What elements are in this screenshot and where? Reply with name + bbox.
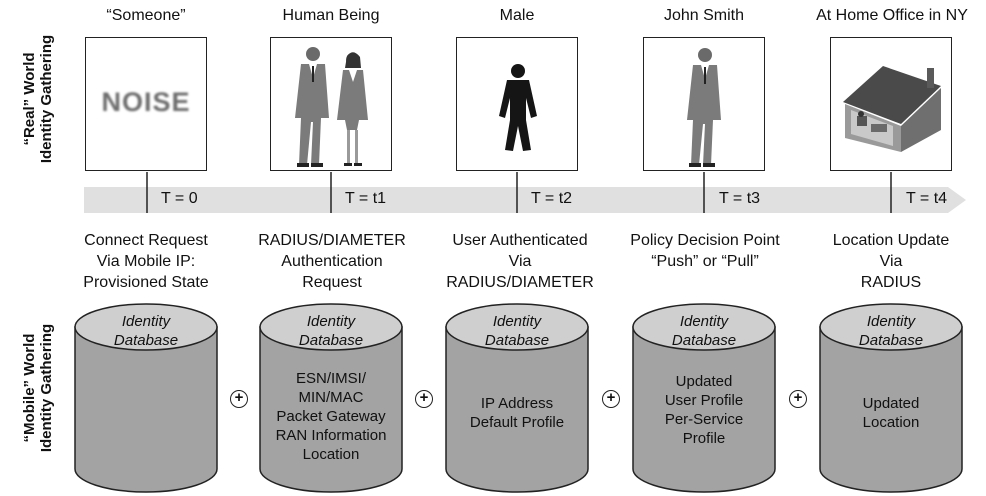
stage-title-someone: “Someone”	[106, 7, 186, 24]
home-office-image-frame	[830, 37, 952, 171]
businessman-icon	[687, 48, 721, 167]
stage-title-home-office: At Home Office in NY	[816, 7, 968, 24]
human-being-image-frame	[270, 37, 392, 171]
male-image-frame	[456, 37, 578, 171]
time-label-t3: T = t3	[719, 190, 761, 207]
john-smith-image-frame	[643, 37, 765, 171]
stage-title-human-being: Human Being	[282, 7, 380, 24]
timeline-arrow	[84, 172, 966, 213]
time-label-t1: T = t1	[345, 190, 387, 207]
male-silhouette-icon	[499, 64, 537, 151]
plus-connector-1: +	[230, 390, 248, 408]
plus-connector-2: +	[415, 390, 433, 408]
time-label-t2: T = t2	[531, 190, 573, 207]
stage-title-male: Male	[499, 7, 535, 24]
noise-text: NOISE	[101, 87, 191, 117]
time-label-t4: T = t4	[906, 190, 948, 207]
time-label-t0: T = 0	[161, 190, 198, 207]
noise-image-frame: NOISE	[85, 37, 207, 171]
stage-title-john-smith: John Smith	[663, 7, 745, 24]
man-and-woman-icon	[295, 47, 368, 167]
event-policy-decision-point: Policy Decision Point“Push” or “Pull”	[630, 232, 780, 270]
house-icon	[843, 66, 941, 152]
plus-connector-3: +	[602, 390, 620, 408]
plus-connector-4: +	[789, 390, 807, 408]
